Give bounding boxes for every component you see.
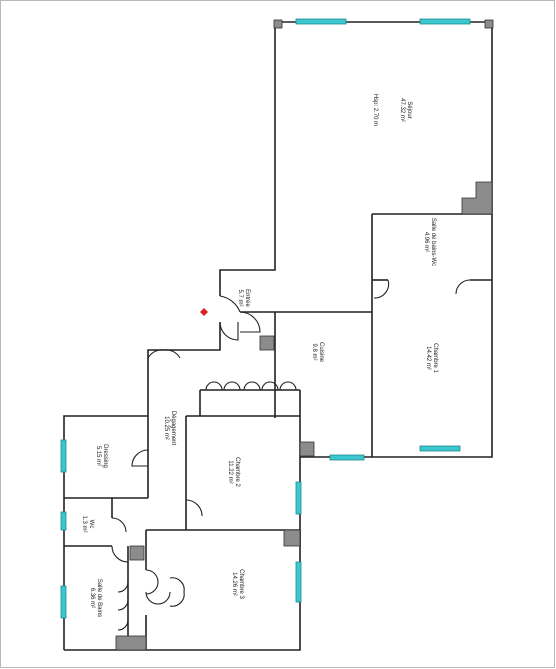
svg-text:6.36 m²: 6.36 m² [89,588,95,608]
svg-text:9.8 m²: 9.8 m² [311,343,317,360]
window [419,445,461,452]
pillar [129,545,145,561]
window [419,18,471,25]
window [60,585,67,619]
window [60,439,67,473]
wall-west [63,415,148,650]
room-label-entree: Entrée 5.7 m² [237,289,250,307]
window [60,511,67,531]
door-placard-2 [243,381,279,391]
svg-text:Wc: Wc [88,520,94,529]
door-sdb-wc-b [455,279,471,295]
svg-text:5.15 m²: 5.15 m² [95,446,101,466]
door-wc [111,517,127,533]
windows [60,18,471,619]
svg-text:4.96 m²: 4.96 m² [423,232,429,252]
svg-text:1.3 m²: 1.3 m² [81,515,87,532]
svg-text:Cuisine: Cuisine [318,342,324,363]
svg-text:Séjour: Séjour [406,101,412,118]
door-placard-3 [279,381,297,391]
svg-text:47.32 m²: 47.32 m² [399,98,405,122]
room-label-cuisine: Cuisine 9.8 m² [311,342,324,363]
pillars [115,19,494,651]
entry-marker-icon [200,308,208,316]
room-label-salle-de-bains: Salle de Bains 6.36 m² [89,579,102,617]
svg-text:Dégagement: Dégagement [170,411,176,446]
svg-text:Salle de bains-Wc: Salle de bains-Wc [430,218,436,266]
door-chambre3-a [145,569,159,595]
room-label-chambre-2: Chambre 2 11.22 m² [227,457,240,487]
window [295,481,302,515]
pillar [484,19,494,29]
room-labels: Séjour 47.32 m² Hsp: 2.70 m Salle de bai… [81,94,438,617]
pillar [259,335,275,351]
room-label-sejour: Séjour 47.32 m² Hsp: 2.70 m [372,94,412,126]
room-label-wc: Wc 1.3 m² [81,515,94,532]
room-label-chambre-3: Chambre 3 14.26 m² [231,569,244,599]
door-sdb-cabinet [117,581,129,631]
svg-text:Chambre 1: Chambre 1 [432,343,438,373]
pillar [115,635,147,651]
pillar [461,181,493,215]
svg-text:Chambre 3: Chambre 3 [238,569,244,599]
door-chambre2 [185,499,203,517]
pillar [299,441,315,457]
svg-text:Dressing: Dressing [102,444,108,468]
room-label-salle-de-bains-wc: Salle de bains-Wc 4.96 m² [423,218,436,266]
door-entree-deg [219,321,239,341]
window [329,454,365,461]
window [295,561,302,603]
svg-text:5.7 m²: 5.7 m² [237,289,243,306]
room-label-chambre-1: Chambre 1 14.42 m² [425,343,438,373]
door-placard-1 [205,381,241,391]
wall-east [275,21,493,458]
door-sdb-wc-a [373,279,390,299]
doors [111,279,471,631]
room-label-dressing: Dressing 5.15 m² [95,444,108,468]
svg-text:Chambre 2: Chambre 2 [234,457,240,487]
window [295,18,347,25]
pillar [283,529,301,547]
wall-entree-west [147,322,221,498]
door-chambre3-placard [145,577,185,607]
door-entree [219,295,241,313]
door-sdb [111,545,129,563]
wall-sejour-west [219,22,276,296]
svg-text:11.22 m²: 11.22 m² [227,460,233,483]
door-degagement-top [147,349,181,359]
walls [63,21,493,651]
svg-text:14.42 m²: 14.42 m² [425,346,431,370]
pillar [273,19,283,29]
door-dressing [131,449,149,467]
door-cuisine [239,311,261,333]
svg-text:Hsp: 2.70 m: Hsp: 2.70 m [372,94,378,126]
svg-text:Entrée: Entrée [244,289,250,307]
room-label-degagement: Dégagement 10.25 m² [163,411,176,446]
svg-text:10.25 m²: 10.25 m² [163,416,169,440]
svg-text:Salle de Bains: Salle de Bains [96,579,102,617]
svg-text:14.26 m²: 14.26 m² [231,572,237,596]
